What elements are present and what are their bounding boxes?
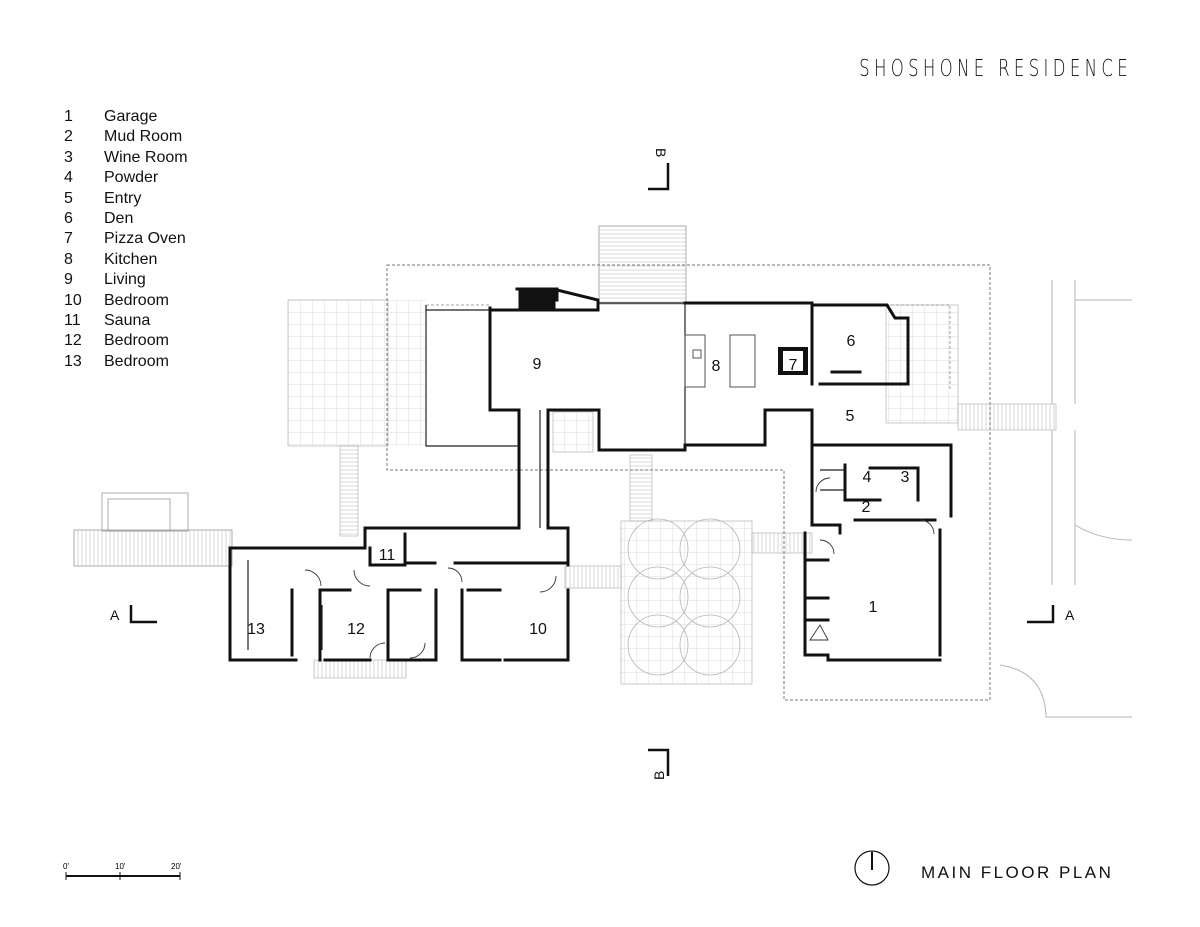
room-legend: 1 Garage 2 Mud Room 3 Wine Room 4 Powder 5 En… (64, 107, 188, 372)
room-tag-pizza-oven: 7 (789, 357, 798, 374)
door-swings (304, 477, 935, 659)
legend-label: Bedroom (104, 352, 169, 370)
legend-number: 6 (64, 209, 73, 227)
legend-number: 8 (64, 250, 73, 268)
room-tag-bedroom-12: 12 (347, 621, 365, 638)
roof-outline-inner (426, 304, 951, 390)
legend-item: 6 Den (64, 209, 188, 229)
legend-label: Sauna (104, 311, 151, 329)
legend-item: 1 Garage (64, 107, 188, 127)
legend-item: 3 Wine Room (64, 148, 188, 168)
room-tag-den: 6 (847, 333, 856, 350)
legend-label: Garage (104, 108, 158, 125)
legend-label: Mud Room (104, 128, 183, 146)
room-tag-wine-room: 3 (901, 469, 910, 486)
legend-number: 7 (64, 230, 73, 248)
scale-bar: 0' 10' 20' (63, 862, 182, 880)
room-tag-living: 9 (533, 356, 542, 373)
legend-number: 5 (64, 189, 73, 207)
legend-number: 4 (64, 169, 73, 187)
section-a-left: A (110, 607, 120, 623)
room-tags: 1 2 3 4 5 6 7 8 9 10 11 12 13 (247, 333, 909, 638)
legend-label: Bedroom (104, 332, 169, 350)
section-b-bottom: B (651, 771, 667, 780)
section-markers (129, 163, 1055, 776)
legend-number: 11 (64, 311, 81, 329)
legend-number: 1 (64, 108, 73, 125)
walls (228, 287, 953, 662)
legend-number: 10 (64, 291, 82, 309)
legend-item: 8 Kitchen (64, 250, 188, 270)
legend-label: Pizza Oven (104, 230, 186, 248)
scale-tick-10: 10' (115, 862, 126, 871)
legend-label: Living (104, 271, 146, 289)
legend-item: 7 Pizza Oven (64, 229, 188, 249)
legend-label: Bedroom (104, 291, 169, 309)
room-tag-bedroom-10: 10 (529, 621, 547, 638)
trees (627, 518, 741, 676)
legend-item: 4 Powder (64, 168, 188, 188)
scale-tick-0: 0' (63, 862, 69, 871)
legend-number: 13 (64, 352, 82, 370)
section-a-right: A (1065, 607, 1075, 623)
plan-title: MAIN FLOOR PLAN (921, 863, 1114, 882)
legend-item: 5 Entry (64, 189, 188, 209)
room-tag-entry: 5 (846, 408, 855, 425)
legend-label: Powder (104, 169, 159, 187)
room-tag-bedroom-13: 13 (247, 621, 265, 638)
legend-label: Entry (104, 189, 142, 207)
room-tag-mud-room: 2 (862, 499, 871, 516)
legend-item: 2 Mud Room (64, 127, 188, 147)
pizza-oven (778, 347, 808, 375)
drawing-title: SHOSHONE RESIDENCE (859, 56, 1132, 82)
scale-tick-20: 20' (171, 862, 182, 871)
room-tag-kitchen: 8 (712, 358, 721, 375)
north-arrow-icon (854, 850, 890, 886)
legend-label: Den (104, 209, 134, 227)
glazing (247, 302, 845, 655)
kitchen-islands (684, 334, 756, 388)
legend-number: 3 (64, 148, 73, 166)
room-tag-sauna: 11 (379, 547, 396, 564)
room-tag-garage: 1 (869, 599, 878, 616)
legend-label: Kitchen (104, 250, 158, 268)
site-lines (999, 280, 1133, 718)
legend-number: 2 (64, 128, 73, 146)
legend-item: 9 Living (64, 270, 188, 290)
legend-item: 12 Bedroom (64, 331, 188, 351)
section-labels: A A B B (110, 148, 1075, 780)
legend-item: 13 Bedroom (64, 352, 188, 372)
room-tag-powder: 4 (863, 469, 872, 486)
legend-number: 9 (64, 271, 73, 289)
legend-label: Wine Room (104, 148, 188, 166)
roof-outline (386, 264, 991, 701)
legend-item: 10 Bedroom (64, 291, 188, 311)
legend-item: 11 Sauna (64, 311, 188, 331)
section-b-top: B (653, 148, 669, 157)
paving (287, 299, 959, 685)
legend-number: 12 (64, 332, 82, 350)
